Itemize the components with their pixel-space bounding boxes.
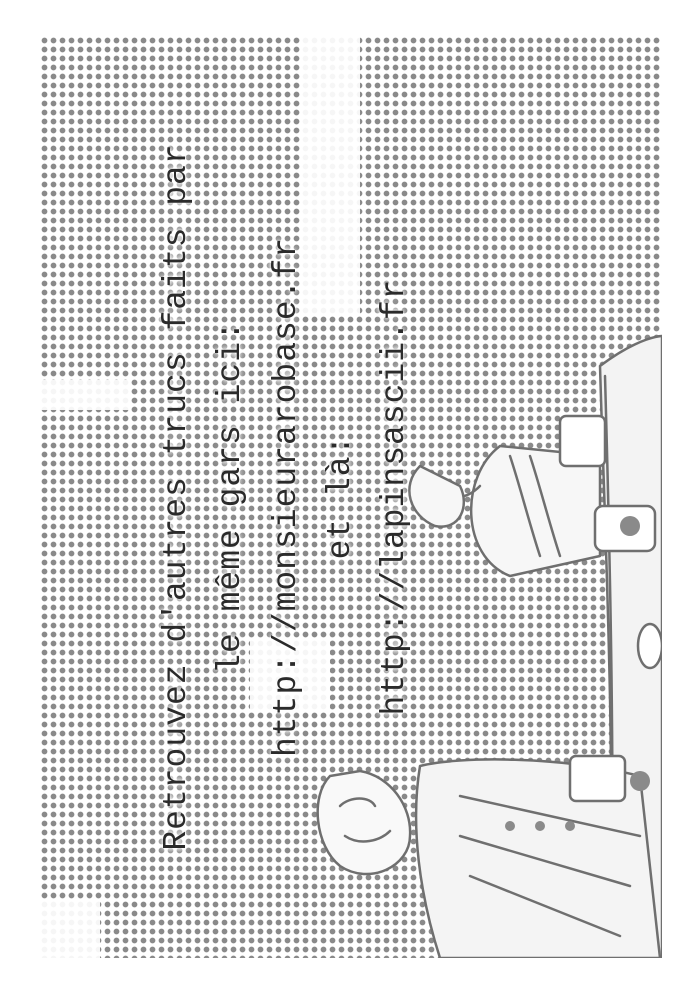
sketch-illustration-icon [316, 334, 662, 958]
background-highlight [40, 380, 130, 410]
background-highlight [40, 900, 100, 958]
website-link-lapinsascii[interactable]: http://lapinsascii.fr [376, 278, 413, 716]
intro-text: Retrouvez d'autres trucs faits par [158, 143, 195, 851]
connector-text: et là: [322, 434, 359, 560]
background-highlight [300, 36, 360, 316]
website-link-monsieurarobase[interactable]: http://monsieurarobase.fr [268, 236, 305, 758]
intro-text-continued: le même gars ici: [212, 320, 249, 674]
background-highlight [250, 640, 330, 710]
flyer-text-block: Retrouvez d'autres trucs faits par le mê… [40, 36, 662, 958]
